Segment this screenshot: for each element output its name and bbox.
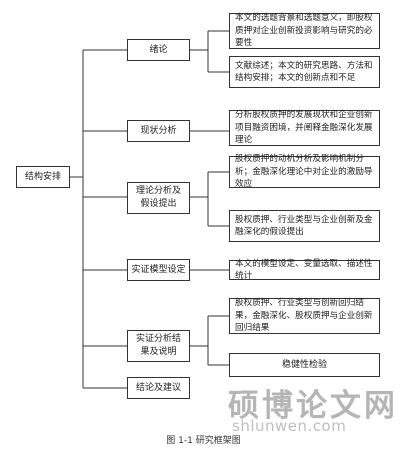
leaf-intro-2-text: 文献综述；本文的研究思路、方法和结构安排；本文的创新点和不足	[235, 60, 373, 84]
leaf-model-1-text: 本文的模型设定、变量选取、描述性统计	[235, 258, 373, 282]
leaf-theory-2-text: 股权质押、行业类型与企业创新及金融深化的假设提出	[235, 214, 373, 238]
root-label: 结构安排	[24, 171, 61, 182]
section-status-label: 现状分析	[140, 125, 177, 136]
leaf-empirical-2-text: 稳健性检验	[281, 359, 327, 370]
section-conclusion-label: 结论及建议	[135, 382, 181, 393]
section-status: 现状分析	[127, 120, 190, 142]
leaf-empirical-2: 稳健性检验	[229, 353, 380, 377]
section-model-label: 实证模型设定	[131, 264, 186, 275]
leaf-theory-2: 股权质押、行业类型与企业创新及金融深化的假设提出	[229, 210, 380, 242]
leaf-empirical-1-text: 股权质押、行业类型与创新回归结果，金融深化、股权质押与企业创新回归结果	[235, 298, 373, 334]
section-model: 实证模型设定	[127, 259, 190, 281]
section-theory-label: 理论分析及假设提出	[136, 186, 182, 209]
leaf-intro-1: 本文的选题背景和选题意义，即股权质押对企业创新投资影响与研究的必要性	[229, 13, 380, 49]
leaf-intro-1-text: 本文的选题背景和选题意义，即股权质押对企业创新投资影响与研究的必要性	[235, 13, 373, 49]
figure-caption: 图 1-1 研究框架图	[166, 436, 241, 446]
leaf-intro-2: 文献综述；本文的研究思路、方法和结构安排；本文的创新点和不足	[229, 56, 380, 88]
leaf-status-1-text: 分析股权质押的发展现状和企业创新项目融资困境，并阐释金融深化发展理论	[235, 110, 373, 146]
section-conclusion: 结论及建议	[127, 377, 190, 399]
leaf-status-1: 分析股权质押的发展现状和企业创新项目融资困境，并阐释金融深化发展理论	[229, 110, 380, 146]
leaf-theory-1: 股权质押的动机分析及影响机制分析；金融深化理论中对企业的激励导效应	[229, 154, 380, 190]
watermark-text: 硕博论文网	[228, 388, 398, 424]
watermark-url: shlunwen.com	[232, 417, 347, 435]
leaf-model-1: 本文的模型设定、变量选取、描述性统计	[229, 258, 380, 282]
section-empirical: 实证分析结果及说明	[127, 330, 190, 362]
leaf-theory-1-text: 股权质押的动机分析及影响机制分析；金融深化理论中对企业的激励导效应	[235, 154, 373, 190]
leaf-empirical-1: 股权质押、行业类型与创新回归结果，金融深化、股权质押与企业创新回归结果	[229, 298, 380, 334]
section-theory: 理论分析及假设提出	[127, 182, 190, 214]
root-node: 结构安排	[16, 166, 70, 188]
section-intro: 绪论	[127, 39, 190, 61]
section-intro-label: 绪论	[149, 44, 168, 55]
section-empirical-label: 实证分析结果及说明	[135, 334, 181, 357]
